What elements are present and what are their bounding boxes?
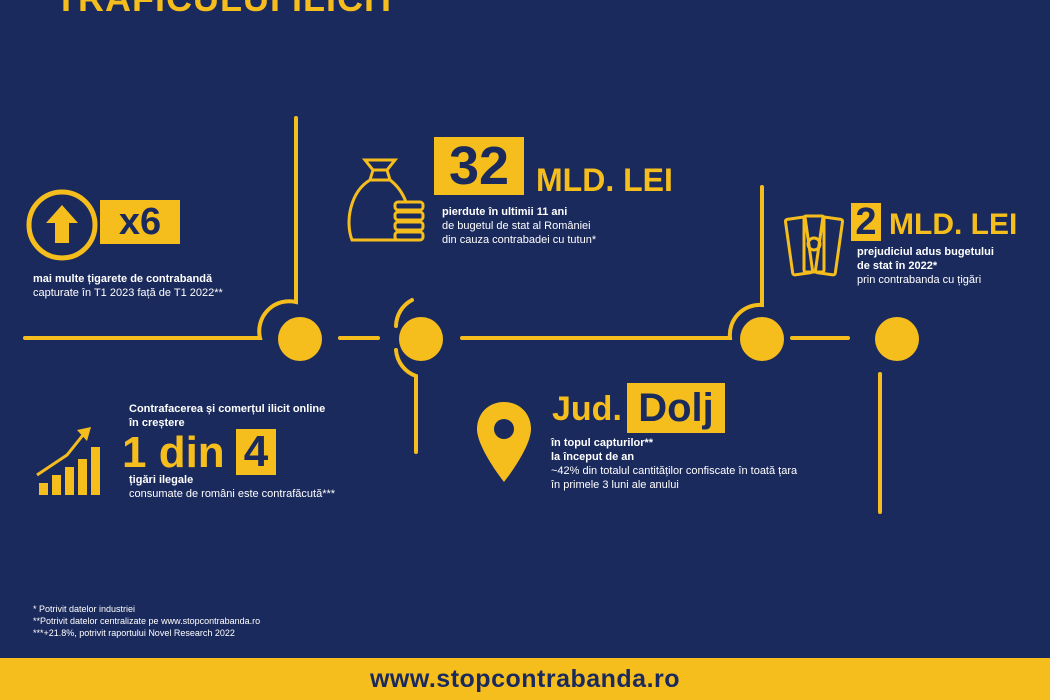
stat-din4-heading2: în creștere xyxy=(129,417,185,429)
location-pin-icon xyxy=(474,400,534,485)
stat-din4-heading1: Contrafacerea și comerțul ilicit online xyxy=(129,403,326,415)
stat-dolj-line1: în topul capturilor** xyxy=(551,437,654,449)
stat-dolj-prefix: Jud. xyxy=(552,390,622,428)
stat-2-line1: prejudiciul adus bugetului xyxy=(857,246,994,258)
footnote-1: * Potrivit datelor industriei xyxy=(33,604,136,614)
stat-din4-line2: consumate de români este contrafăcută*** xyxy=(129,488,336,500)
page-title: TRAFICULUI ILICIT xyxy=(55,0,398,20)
arrow-up-circle-icon xyxy=(22,185,102,265)
stat-din4-line1: țigări ilegale xyxy=(129,474,194,486)
money-bag-icon xyxy=(340,152,430,247)
stat-2-line2: de stat în 2022* xyxy=(857,260,938,272)
stat-din4-number: 4 xyxy=(236,427,276,476)
stat-2-line3: prin contrabanda cu țigări xyxy=(857,274,982,286)
stat-2-unit: MLD. LEI xyxy=(889,208,1018,241)
footer-url-link[interactable]: www.stopcontrabanda.ro xyxy=(369,664,681,693)
stat-dolj-line2: la început de an xyxy=(551,451,635,463)
footnote-2: **Potrivit datelor centralizate pe www.s… xyxy=(33,616,261,626)
timeline-node-3 xyxy=(740,317,784,361)
stat-32-unit: MLD. LEI xyxy=(536,162,673,198)
stat-32-line1: pierdute în ultimii 11 ani xyxy=(442,206,568,218)
stat-32-number: 32 xyxy=(434,136,524,196)
stat-2-number: 2 xyxy=(851,201,881,243)
stat-32-line2: de bugetul de stat al României xyxy=(442,220,591,232)
stat-din4-part1: 1 din xyxy=(122,428,225,477)
stat-dolj-line3: ~42% din totalul cantităților confiscate… xyxy=(551,465,798,477)
timeline-node-2 xyxy=(399,317,443,361)
footnote-3: ***+21.8%, potrivit raportului Novel Res… xyxy=(33,628,235,638)
stat-32-line3: din cauza contrabadei cu tutun* xyxy=(442,234,597,246)
timeline-node-4 xyxy=(875,317,919,361)
stat-dolj-line4: în primele 3 luni ale anului xyxy=(551,479,679,491)
banknotes-icon xyxy=(783,210,845,280)
stat-x6-line2: capturate în T1 2023 față de T1 2022** xyxy=(33,287,223,299)
footer-bar: www.stopcontrabanda.ro xyxy=(0,658,1050,700)
stat-x6-value: x6 xyxy=(100,200,180,244)
stat-x6-line1: mai multe țigarete de contrabandă xyxy=(33,273,213,285)
timeline-node-1 xyxy=(278,317,322,361)
stat-dolj-name: Dolj xyxy=(627,383,725,433)
growth-chart-icon xyxy=(33,425,105,500)
footnotes: * Potrivit datelor industriei **Potrivit… xyxy=(33,603,260,639)
